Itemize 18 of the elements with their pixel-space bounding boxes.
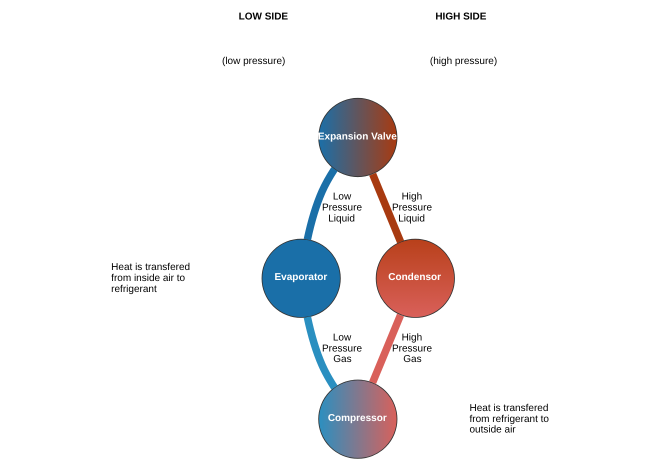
edge-label: High Pressure Liquid [392, 192, 432, 224]
edge-label: High Pressure Gas [392, 332, 432, 366]
label: Heat is transfered from refrigerant to outside air [470, 402, 549, 436]
node-circle: Evaporator [262, 238, 341, 318]
label: (high pressure) [430, 56, 498, 67]
node-circle: Condensor [376, 238, 455, 318]
label: LOW SIDE [238, 12, 288, 23]
connector [369, 314, 404, 384]
node-circle: Compressor [318, 380, 398, 459]
edge-label: Low Pressure Gas [322, 332, 362, 366]
connector [369, 172, 404, 244]
label: HIGH SIDE [435, 12, 486, 23]
label: (low pressure) [222, 56, 286, 67]
connector [304, 316, 338, 390]
connector [304, 167, 338, 240]
label: Heat is transfered from inside air to refrigerant [111, 262, 190, 295]
node-circle: Expansion Valve [318, 98, 398, 178]
edge-label: Low Pressure Liquid [322, 192, 362, 224]
